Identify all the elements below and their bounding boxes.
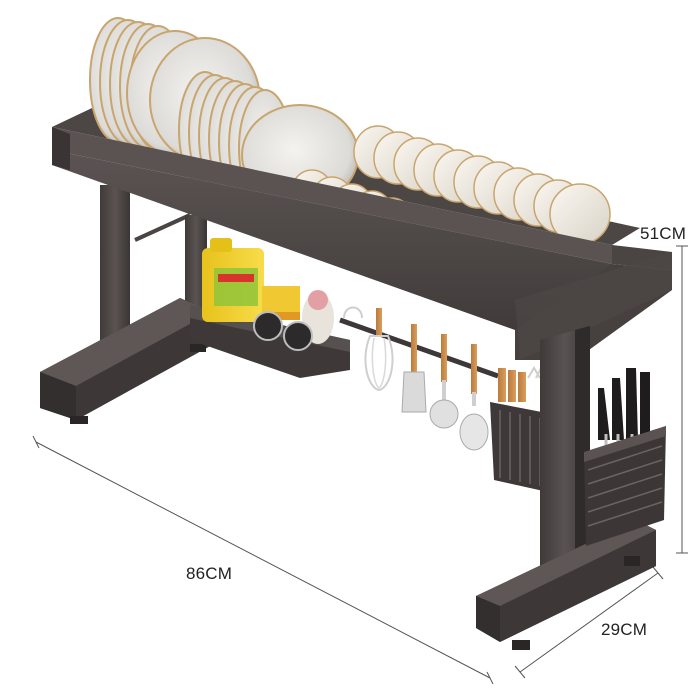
dish-soap-bottle [202, 238, 264, 322]
hook-icon [343, 306, 363, 319]
left-base [40, 298, 212, 424]
right-base [476, 520, 656, 650]
ladle [429, 334, 459, 429]
knife-set [598, 368, 650, 456]
top-tray-front [52, 127, 672, 360]
width-label: 86CM [186, 564, 233, 583]
bowls-row-back [353, 125, 611, 245]
steel-wool-pads [253, 311, 313, 351]
width-dimension-line [32, 435, 494, 685]
slotted-turner [401, 324, 427, 413]
front-right-leg [540, 326, 590, 575]
depth-label: 29CM [601, 620, 648, 639]
height-label: 51CM [640, 224, 687, 243]
knife-holder [584, 426, 666, 546]
depth-dimension-line [514, 566, 664, 679]
height-dimension-line [676, 245, 688, 554]
serving-spoon [459, 344, 489, 451]
whisk [364, 308, 394, 392]
